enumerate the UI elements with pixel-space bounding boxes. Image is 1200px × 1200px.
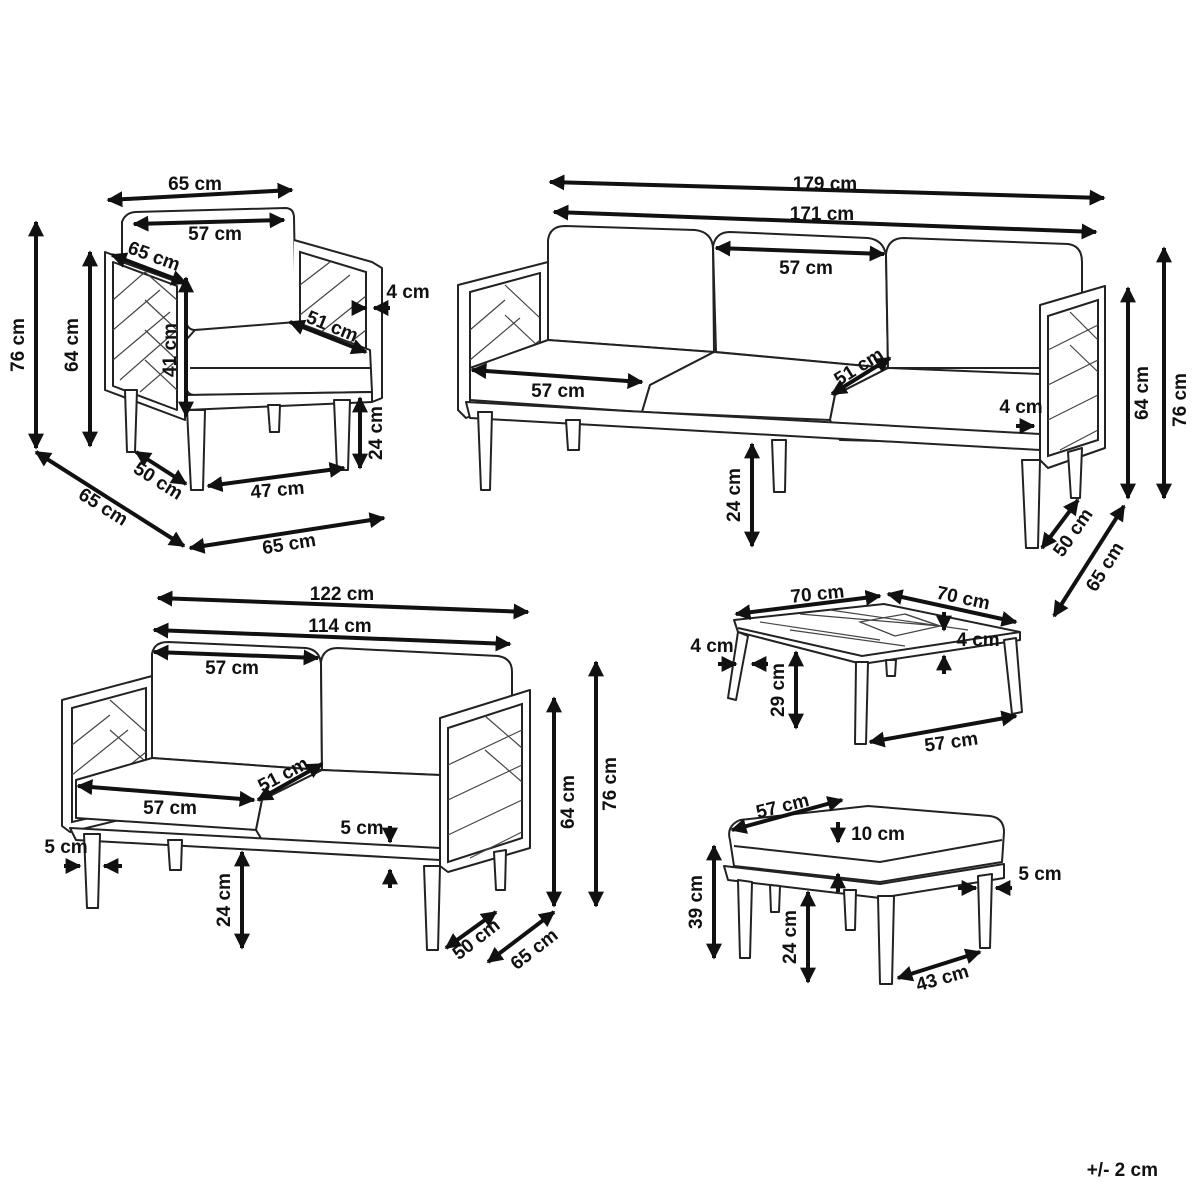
sofa3-seat-cushion-width-label: 57 cm: [531, 381, 585, 402]
sofa3-leg-height-label: 24 cm: [724, 468, 745, 522]
ottoman-frame-thickness-label: 5 cm: [1018, 864, 1061, 885]
sofa3-depth-label: 65 cm: [1082, 539, 1128, 596]
sofa3-height-label: 76 cm: [1170, 373, 1191, 427]
sofa2-leg-height-label: 24 cm: [214, 873, 235, 927]
armchair-leg-width-label: 47 cm: [250, 478, 306, 504]
ottoman-leg-span-label: 43 cm: [914, 961, 972, 996]
sofa2-cushion-thickness-label: 5 cm: [340, 818, 383, 839]
armchair-back-height-label: 64 cm: [62, 318, 83, 372]
sofa2-drawing: 122 cm 114 cm 57 cm 57 cm 51 cm 5 cm 5 c…: [44, 584, 621, 975]
sofa3-back-cushion-width-label: 57 cm: [779, 258, 833, 279]
sofa2-seat-cushion-width-label: 57 cm: [143, 798, 197, 819]
armchair-drawing: 65 cm 57 cm 65 cm 76 cm 64 cm 41 cm 51 c…: [8, 174, 430, 559]
sofa3-leg-depth-label: 50 cm: [1049, 505, 1097, 561]
armchair-back-cushion-label: 41 cm: [160, 323, 181, 377]
sofa2-depth-label: 65 cm: [507, 925, 562, 975]
sofa2-inner-width-label: 114 cm: [308, 616, 371, 637]
table-width-label: 70 cm: [790, 581, 846, 608]
sofa3-inner-width-label: 171 cm: [790, 204, 854, 225]
armchair-seat-width-label: 57 cm: [188, 224, 242, 245]
armchair-total-width-label: 65 cm: [168, 174, 222, 195]
ottoman-height-label: 39 cm: [686, 875, 707, 929]
armchair-height-label: 76 cm: [8, 318, 29, 372]
sofa3-arm-thickness-label: 4 cm: [999, 397, 1042, 418]
sofa2-height-label: 76 cm: [600, 757, 621, 811]
table-top-thickness-label: 4 cm: [956, 630, 999, 651]
ottoman-cushion-thickness-label: 10 cm: [851, 824, 905, 845]
sofa3-total-width-label: 179 cm: [793, 174, 857, 195]
armchair-arm-thickness-label: 4 cm: [386, 282, 429, 303]
sofa2-back-height-label: 64 cm: [558, 775, 579, 829]
sofa3-drawing: 179 cm 171 cm 57 cm 57 cm 51 cm 4 cm 24 …: [457, 174, 1191, 618]
tolerance-label: +/- 2 cm: [1087, 1160, 1158, 1181]
sofa2-total-width-label: 122 cm: [310, 584, 374, 605]
sofa3-back-height-label: 64 cm: [1132, 366, 1153, 420]
sofa2-arm-thickness-label: 5 cm: [44, 837, 87, 858]
sofa2-back-cushion-width-label: 57 cm: [205, 658, 259, 679]
armchair-depth-label: 65 cm: [75, 484, 132, 530]
table-height-label: 29 cm: [768, 663, 789, 717]
ottoman-leg-height-label: 24 cm: [780, 910, 801, 964]
armchair-leg-height-label: 24 cm: [366, 406, 387, 460]
ottoman-drawing: 57 cm 10 cm 5 cm 39 cm 24 cm 43 cm: [686, 790, 1062, 996]
table-leg-thickness-label: 4 cm: [690, 636, 733, 657]
table-drawing: 70 cm 70 cm 4 cm 4 cm 29 cm 57 cm: [690, 581, 1023, 757]
